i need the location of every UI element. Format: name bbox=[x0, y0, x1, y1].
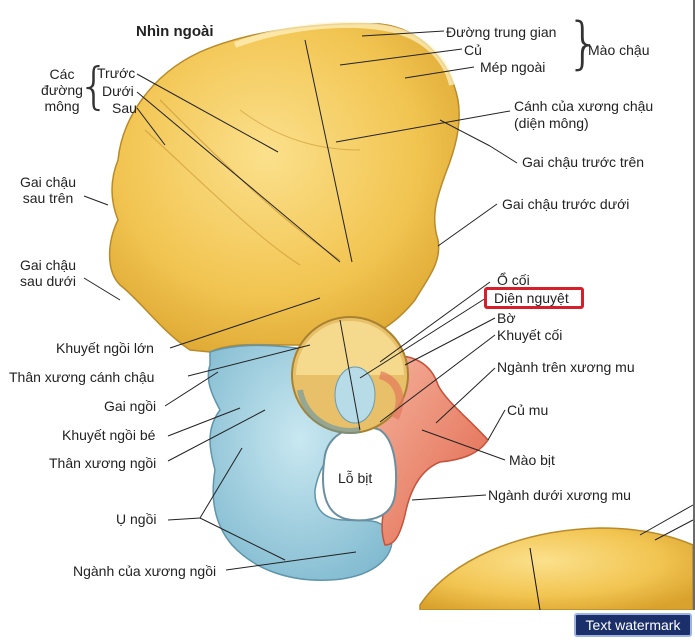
label-cu: Củ bbox=[464, 42, 482, 58]
label-khuyet-coi: Khuyết cối bbox=[497, 327, 563, 343]
label-sau: Sau bbox=[112, 100, 137, 116]
label-o-coi: Ổ cối bbox=[497, 272, 530, 288]
label-truoc: Trước bbox=[97, 65, 136, 81]
label-gai-chau-sau-tren-1: Gai chậu bbox=[19, 174, 77, 190]
label-gai-chau-truoc-duoi: Gai chậu trước dưới bbox=[502, 196, 630, 212]
ilium-wing bbox=[108, 22, 460, 353]
label-nganh-xuong-ngoi: Ngành của xương ngồi bbox=[73, 563, 217, 579]
view-title: Nhìn ngoài bbox=[136, 23, 214, 40]
label-gai-chau-sau-duoi-1: Gai chậu bbox=[19, 257, 77, 273]
diagram-canvas: Nhìn ngoài Đường trung gian Củ Mép ngoài… bbox=[9, 11, 694, 610]
label-than-xuong-ngoi: Thân xương ngồi bbox=[49, 455, 157, 471]
label-lo-bit: Lỗ bịt bbox=[338, 470, 373, 486]
label-canh-xuong-chau: Cánh của xương chậu bbox=[514, 98, 654, 114]
label-mao-bit: Mào bịt bbox=[509, 452, 555, 468]
label-bo: Bờ bbox=[497, 310, 516, 326]
watermark-badge: Text watermark bbox=[574, 613, 692, 637]
image-border bbox=[693, 0, 695, 610]
label-gai-chau-sau-duoi-2: sau dưới bbox=[20, 273, 76, 289]
label-dien-mong: (diện mông) bbox=[514, 115, 589, 131]
label-duong: đường bbox=[41, 82, 83, 98]
label-khuyet-ngoi-lon: Khuyết ngồi lớn bbox=[56, 340, 154, 356]
label-gai-chau-truoc-tren: Gai chậu trước trên bbox=[522, 154, 645, 170]
hip-bone-illustration bbox=[83, 21, 694, 610]
label-duoi: Dưới bbox=[102, 83, 134, 99]
brace-right: } bbox=[566, 11, 602, 76]
label-khuyet-ngoi-be: Khuyết ngồi bé bbox=[62, 427, 156, 443]
label-mep-ngoai: Mép ngoài bbox=[480, 59, 546, 75]
adjacent-bone bbox=[419, 527, 694, 610]
label-cac: Các bbox=[49, 66, 75, 82]
label-gai-ngoi: Gai ngồi bbox=[104, 398, 157, 414]
label-than-xuong-canh-chau: Thân xương cánh chậu bbox=[9, 369, 155, 385]
label-mao-chau: Mào chậu bbox=[588, 42, 650, 58]
label-duong-trung-gian: Đường trung gian bbox=[446, 24, 557, 40]
label-dien-nguyet: Diện nguyệt bbox=[494, 290, 569, 306]
label-u-ngoi: Ụ ngồi bbox=[116, 511, 157, 527]
label-mong: mông bbox=[44, 98, 80, 114]
leader-lines bbox=[83, 30, 694, 571]
label-cu-mu: Củ mu bbox=[507, 402, 549, 418]
label-gai-chau-sau-tren-2: sau trên bbox=[22, 190, 74, 206]
highlight-box bbox=[484, 287, 584, 309]
label-nganh-duoi-xuong-mu: Ngành dưới xương mu bbox=[488, 487, 631, 503]
label-nganh-tren-xuong-mu: Ngành trên xương mu bbox=[497, 359, 635, 375]
brace-left: { bbox=[78, 57, 110, 115]
